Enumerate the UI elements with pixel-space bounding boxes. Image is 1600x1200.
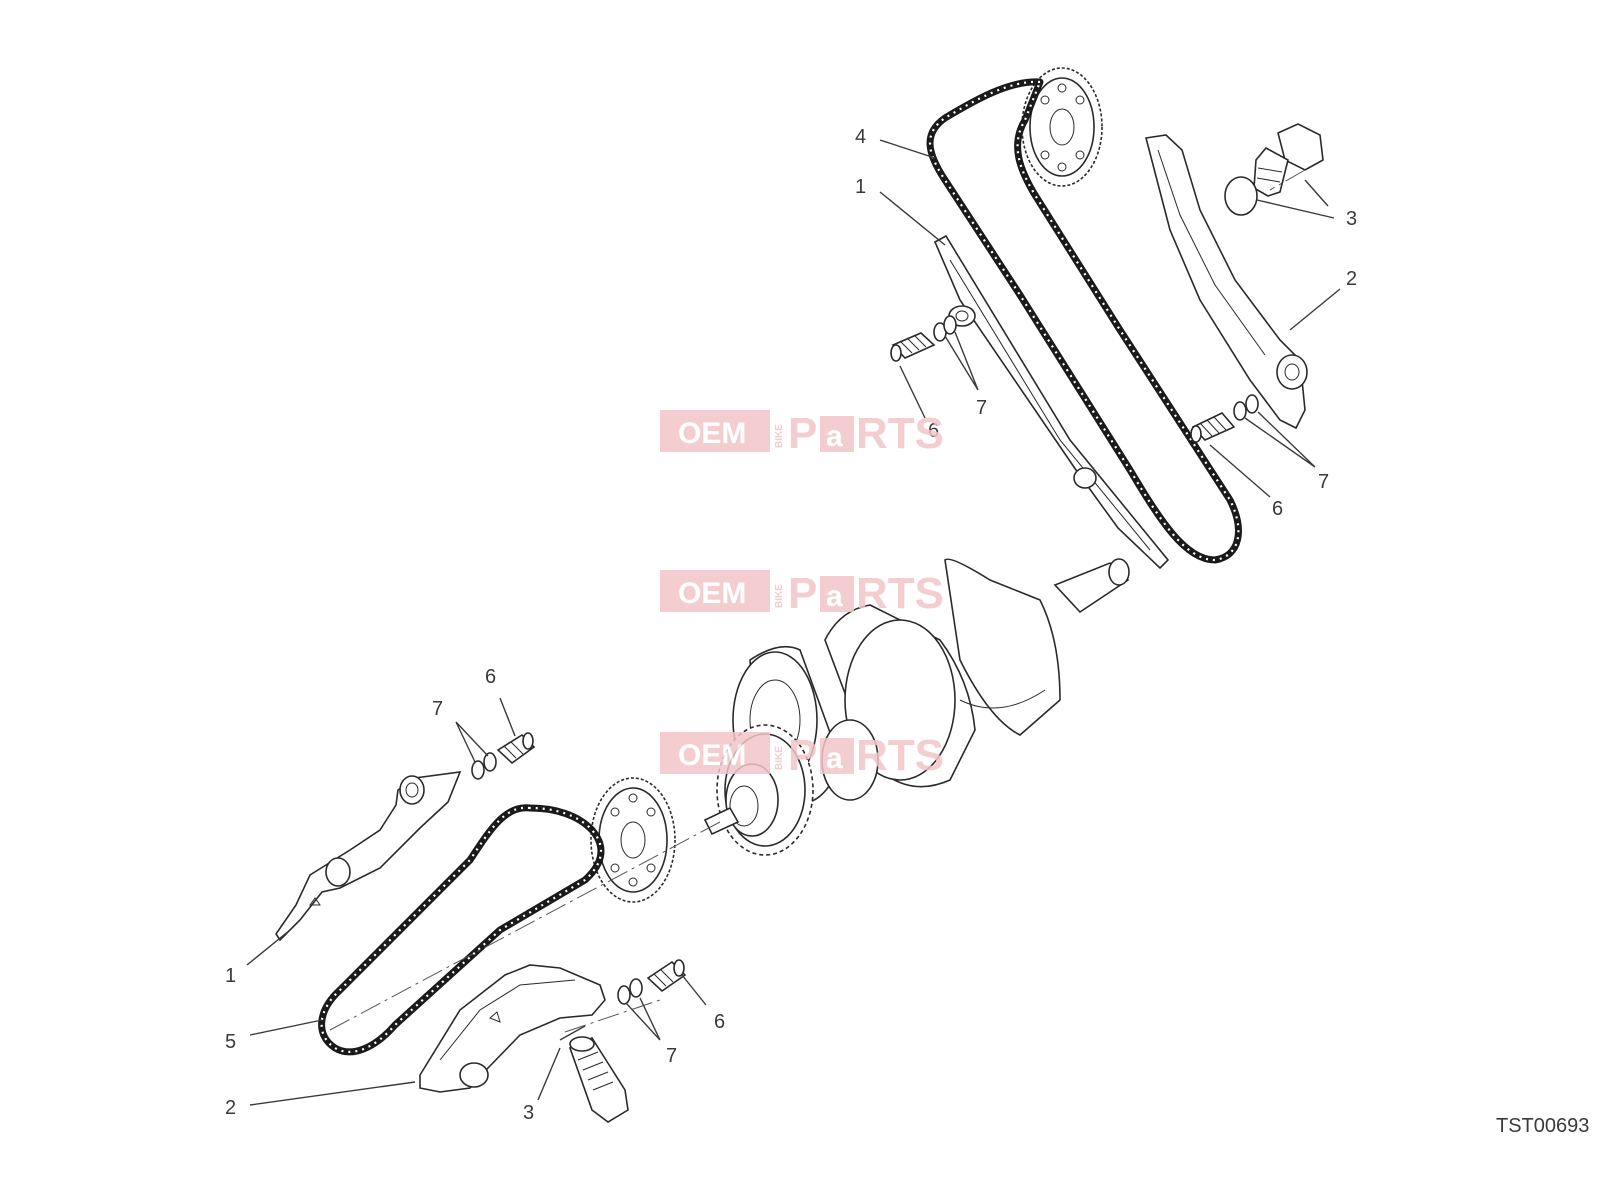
callout-upper-right-6: 6 [1272,498,1283,520]
callout-lower-3: 3 [523,1102,534,1124]
callout-upper-left-7: 7 [976,397,987,419]
callout-upper-2: 2 [1346,268,1357,290]
callout-lower-7-top: 7 [432,698,443,720]
callout-lower-1: 1 [225,965,236,987]
lower-bottom-washers [617,978,643,1005]
watermark-p-text: P [788,569,817,618]
watermark-rts-text: RTS [856,409,944,458]
watermark-bike-text: BIKE [774,584,785,608]
lower-tensioner-slider [419,964,606,1093]
watermark-oem-parts-1: OEM BIKE P a RTS [660,409,944,458]
watermark-a-text: a [826,580,843,613]
callout-upper-right-7: 7 [1318,471,1329,493]
lower-chain-tensioner [559,1025,629,1123]
callout-lower-7-bottom: 7 [666,1045,677,1067]
callout-lower-6-top: 6 [485,666,496,688]
lower-camshaft-sprocket [590,777,676,903]
assembly-axis-lines [329,169,1306,1033]
watermark-rts-text: RTS [856,569,944,618]
diagram-reference-code: TST00693 [1496,1115,1589,1137]
callout-upper-1: 1 [855,176,866,198]
lower-timing-chain [318,804,605,1056]
watermark-rts-text: RTS [856,731,944,780]
watermark-oem-parts-3: OEM BIKE P a RTS [660,731,944,780]
watermark-oem-text: OEM [678,739,746,772]
upper-fixed-chain-guide [933,234,1170,570]
callout-lower-2: 2 [225,1097,236,1119]
callout-upper-left-6: 6 [928,420,939,442]
upper-chain-tensioner [1224,123,1324,216]
watermark-oem-parts-2: OEM BIKE P a RTS [660,569,944,618]
callout-leader-lines [246,139,1341,1106]
upper-left-pivot-pin [890,332,936,362]
watermark-bike-text: BIKE [774,746,785,770]
lower-fixed-chain-guide [275,771,462,942]
watermark-p-text: P [788,731,817,780]
upper-right-pivot-pin [1190,412,1236,443]
callout-numbers: 4 1 3 2 7 6 7 6 6 7 1 5 2 3 7 6 [225,126,1357,1124]
watermark-p-text: P [788,409,817,458]
upper-right-washers [1233,394,1259,421]
watermark-oem-text: OEM [678,577,746,610]
upper-timing-chain [926,78,1242,564]
watermark-oem-text: OEM [678,417,746,450]
lower-bottom-pivot-pin [646,959,687,993]
callout-upper-3: 3 [1346,208,1357,230]
upper-camshaft-sprocket [1021,67,1103,187]
watermark-a-text: a [826,420,843,453]
watermark-bike-text: BIKE [774,424,785,448]
callout-lower-5: 5 [225,1031,236,1053]
lower-top-washers [471,752,497,780]
watermark-a-text: a [826,742,843,775]
upper-left-washers [933,315,957,342]
lower-top-pivot-pin [496,732,536,765]
upper-tensioner-slider [1145,134,1308,430]
callout-upper-4: 4 [855,126,866,148]
callout-lower-6-bottom: 6 [714,1011,725,1033]
